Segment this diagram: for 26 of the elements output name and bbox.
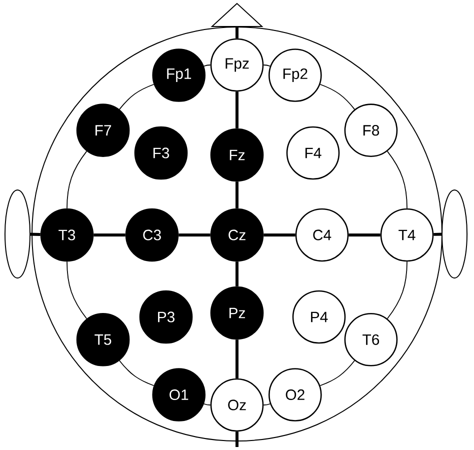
line bbox=[434, 232, 442, 236]
line bbox=[236, 27, 238, 38]
line bbox=[236, 432, 238, 447]
line bbox=[236, 92, 238, 128]
arc-line bbox=[263, 403, 271, 406]
arc-line bbox=[119, 360, 154, 386]
line bbox=[348, 234, 380, 236]
line bbox=[264, 234, 296, 236]
ear-ellipse bbox=[4, 190, 30, 278]
line bbox=[178, 234, 210, 236]
arc-line bbox=[66, 261, 88, 320]
ear-ellipse bbox=[442, 190, 468, 278]
arc-line bbox=[263, 64, 271, 67]
arc-line bbox=[66, 150, 88, 209]
line bbox=[236, 182, 238, 208]
arc-line bbox=[203, 64, 211, 67]
line bbox=[30, 232, 40, 236]
arc-line bbox=[320, 84, 355, 110]
line bbox=[236, 340, 238, 378]
line bbox=[94, 234, 126, 236]
arc-line bbox=[386, 150, 408, 209]
line bbox=[236, 262, 238, 286]
arc-line bbox=[119, 84, 154, 110]
arc-line bbox=[320, 360, 355, 386]
arc-line bbox=[386, 261, 408, 320]
arc-line bbox=[203, 403, 211, 406]
